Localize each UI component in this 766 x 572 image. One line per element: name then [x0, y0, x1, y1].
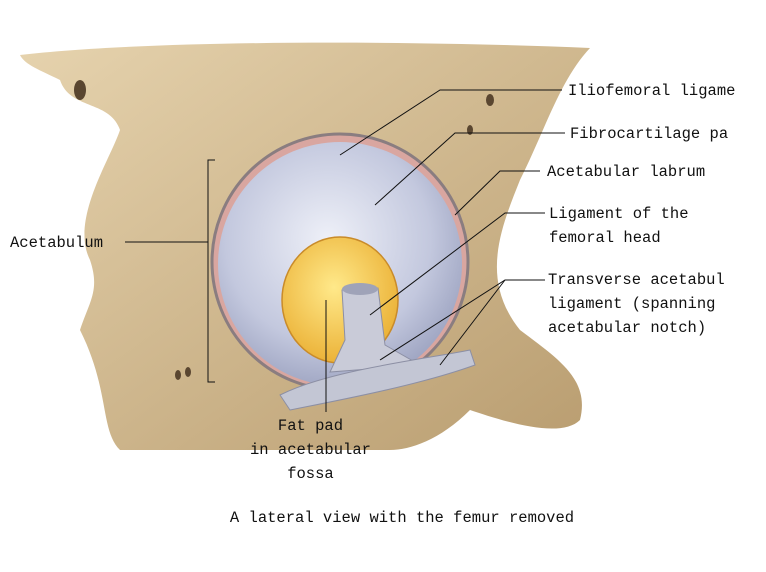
leader-lines [125, 89, 565, 412]
label-iliofemoral-ligament: Iliofemoral ligame [568, 82, 736, 100]
label-acetabulum: Acetabulum [10, 234, 104, 252]
figure-caption: A lateral view with the femur removed [229, 509, 575, 527]
label-fibrocartilage-pad: Fibrocartilage pa [570, 125, 729, 143]
transverse-ligament [279, 349, 476, 411]
label-acetabular-labrum: Acetabular labrum [547, 163, 706, 181]
label-fat-pad: Fat pad in acetabular fossa [250, 417, 371, 483]
ligament-stump [342, 283, 378, 295]
label-ligament-femoral-head: Ligament of the femoral head [549, 205, 689, 247]
label-transverse-ligament: Transverse acetabul ligament (spanning a… [548, 271, 725, 337]
